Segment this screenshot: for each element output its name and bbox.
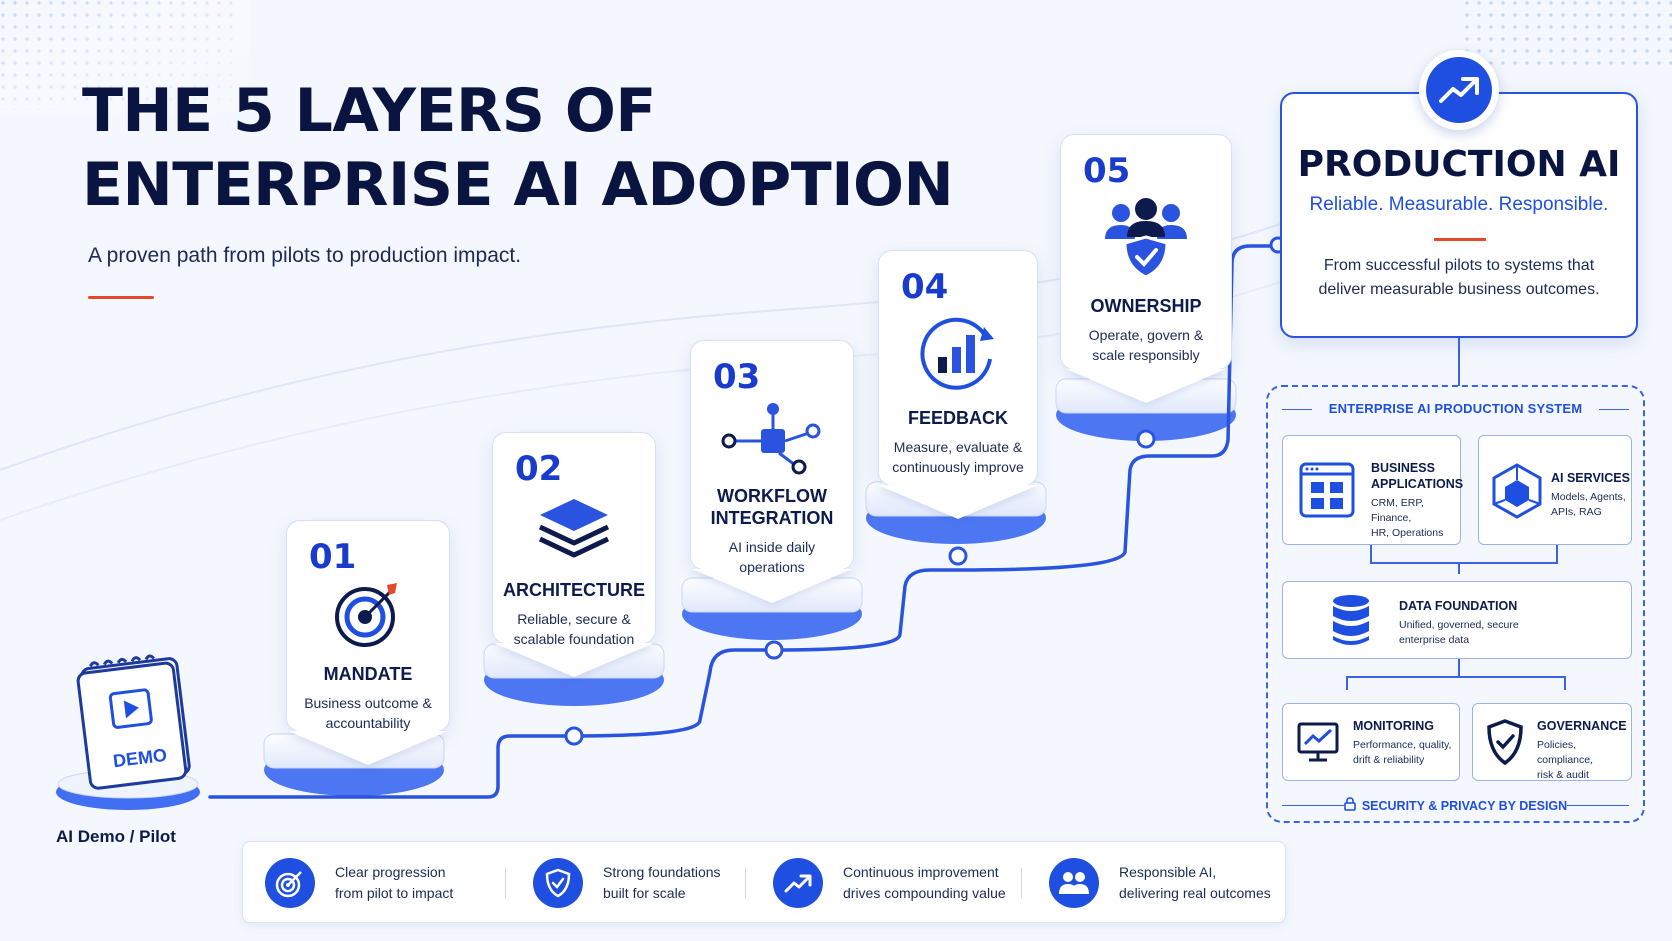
security-footer-label: SECURITY & PRIVACY BY DESIGN — [1361, 799, 1568, 813]
people-icon — [1059, 872, 1089, 894]
shield-check-icon — [1487, 719, 1523, 766]
layer-card-feedback: 04 FEEDBACK Measure, evaluate & continuo… — [878, 250, 1038, 519]
app-grid-icon — [1299, 462, 1355, 518]
ai-services-title: AI SERVICES — [1551, 471, 1630, 485]
connector-line — [1458, 338, 1460, 386]
governance-title: GOVERNANCE — [1537, 719, 1627, 733]
monitoring-description: Performance, quality, drift & reliabilit… — [1353, 739, 1452, 766]
monitoring-box: MONITORING Performance, quality, drift &… — [1282, 703, 1460, 781]
start-label: AI Demo / Pilot — [56, 827, 176, 846]
benefit-text: Continuous improvement drives compoundin… — [843, 864, 1006, 901]
trending-up-icon — [1439, 77, 1479, 103]
system-title: ENTERPRISE AI PRODUCTION SYSTEM — [1328, 401, 1583, 416]
data-foundation-description: Unified, governed, secure enterprise dat… — [1399, 619, 1519, 646]
lock-icon — [1344, 797, 1356, 811]
dot-pattern-top-right — [1460, 0, 1672, 70]
bar-chart-cycle-icon — [920, 317, 994, 390]
layer-number: 02 — [515, 449, 563, 489]
title-line-1: THE 5 LAYERS OF — [82, 76, 656, 146]
database-icon — [1333, 595, 1369, 645]
layer-title: OWNERSHIP — [1090, 296, 1202, 316]
benefit-item: Responsible AI, delivering real outcomes — [1049, 842, 1271, 924]
layer-title: ARCHITECTURE — [503, 580, 645, 600]
calendar-play-icon — [76, 654, 191, 790]
benefit-item: Continuous improvement drives compoundin… — [773, 842, 1006, 924]
title-line-2: ENTERPRISE AI ADOPTION — [82, 150, 954, 220]
benefits-strip: Clear progression from pilot to impact S… — [242, 841, 1286, 923]
progression-path — [208, 244, 1282, 799]
layer-card-architecture: 02 ARCHITECTURE Reliable, secure & scala… — [492, 432, 656, 677]
production-title: PRODUCTION AI — [1297, 144, 1621, 185]
layer-card-ownership: 05 OWNERSHIP Operate, govern & scale res… — [1060, 134, 1232, 403]
monitor-chart-icon — [1297, 722, 1339, 762]
layer-title: MANDATE — [323, 664, 413, 684]
accent-underline — [88, 296, 154, 299]
target-icon — [335, 583, 397, 647]
layer-description: Operate, govern & scale responsibly — [1088, 327, 1204, 363]
data-foundation-title: DATA FOUNDATION — [1399, 599, 1518, 613]
workflow-icon — [721, 403, 821, 475]
layer-title: WORKFLOW INTEGRATION — [710, 486, 834, 528]
path-node — [564, 726, 584, 746]
ai-services-box: AI SERVICES Models, Agents, APIs, RAG — [1478, 435, 1632, 545]
benefit-text: Clear progression from pilot to impact — [335, 864, 454, 901]
page-title: THE 5 LAYERS OF ENTERPRISE AI ADOPTION — [82, 74, 954, 222]
path-node — [1136, 429, 1156, 449]
business-applications-description: CRM, ERP, Finance, HR, Operations — [1371, 497, 1444, 539]
layer-description: AI inside daily operations — [728, 539, 816, 575]
trending-up-icon — [784, 874, 812, 893]
governance-box: GOVERNANCE Policies, compliance, risk & … — [1472, 703, 1632, 781]
benefit-item: Clear progression from pilot to impact — [265, 842, 453, 924]
production-ai-card: PRODUCTION AI Reliable. Measurable. Resp… — [1280, 92, 1638, 338]
enterprise-system-panel: ENTERPRISE AI PRODUCTION SYSTEM BUSINESS… — [1266, 385, 1645, 823]
team-shield-icon — [1105, 198, 1187, 279]
business-applications-box: BUSINESS APPLICATIONS CRM, ERP, Finance,… — [1282, 435, 1464, 545]
business-applications-title: BUSINESS APPLICATIONS — [1371, 461, 1464, 491]
layer-number: 04 — [901, 267, 949, 307]
production-tagline: Reliable. Measurable. Responsible. — [1309, 194, 1609, 215]
path-node — [948, 546, 968, 566]
shield-check-icon — [545, 868, 571, 898]
data-foundation-box: DATA FOUNDATION Unified, governed, secur… — [1282, 581, 1632, 659]
layer-card-workflow-integration: 03 WORKFLOW INTEGRATION AI inside daily … — [690, 340, 854, 603]
production-badge — [1419, 50, 1499, 130]
layer-description: Business outcome & accountability — [304, 695, 432, 731]
path-node — [764, 640, 784, 660]
subtitle: A proven path from pilots to production … — [88, 244, 522, 267]
accent-underline — [1434, 238, 1486, 241]
security-footer: SECURITY & PRIVACY BY DESIGN — [1268, 797, 1643, 813]
layer-number: 05 — [1083, 151, 1131, 191]
layer-number: 03 — [713, 357, 761, 397]
layer-description: Measure, evaluate & continuously improve — [892, 439, 1024, 475]
layers-icon — [538, 499, 610, 558]
benefit-text: Responsible AI, delivering real outcomes — [1119, 864, 1271, 901]
production-description: From successful pilots to systems that d… — [1318, 257, 1600, 298]
target-icon — [275, 871, 302, 898]
monitoring-title: MONITORING — [1353, 719, 1435, 733]
benefit-item: Strong foundations built for scale — [533, 842, 721, 924]
layer-number: 01 — [309, 537, 357, 577]
layer-title: FEEDBACK — [907, 408, 1008, 428]
layer-description: Reliable, secure & scalable foundation — [513, 611, 635, 647]
governance-description: Policies, compliance, risk & audit — [1537, 739, 1594, 781]
cube-icon — [1492, 463, 1542, 519]
benefit-text: Strong foundations built for scale — [603, 864, 721, 901]
layer-card-mandate: 01 MANDATE Business outcome & accountabi… — [286, 520, 450, 765]
ai-services-description: Models, Agents, APIs, RAG — [1551, 491, 1626, 518]
